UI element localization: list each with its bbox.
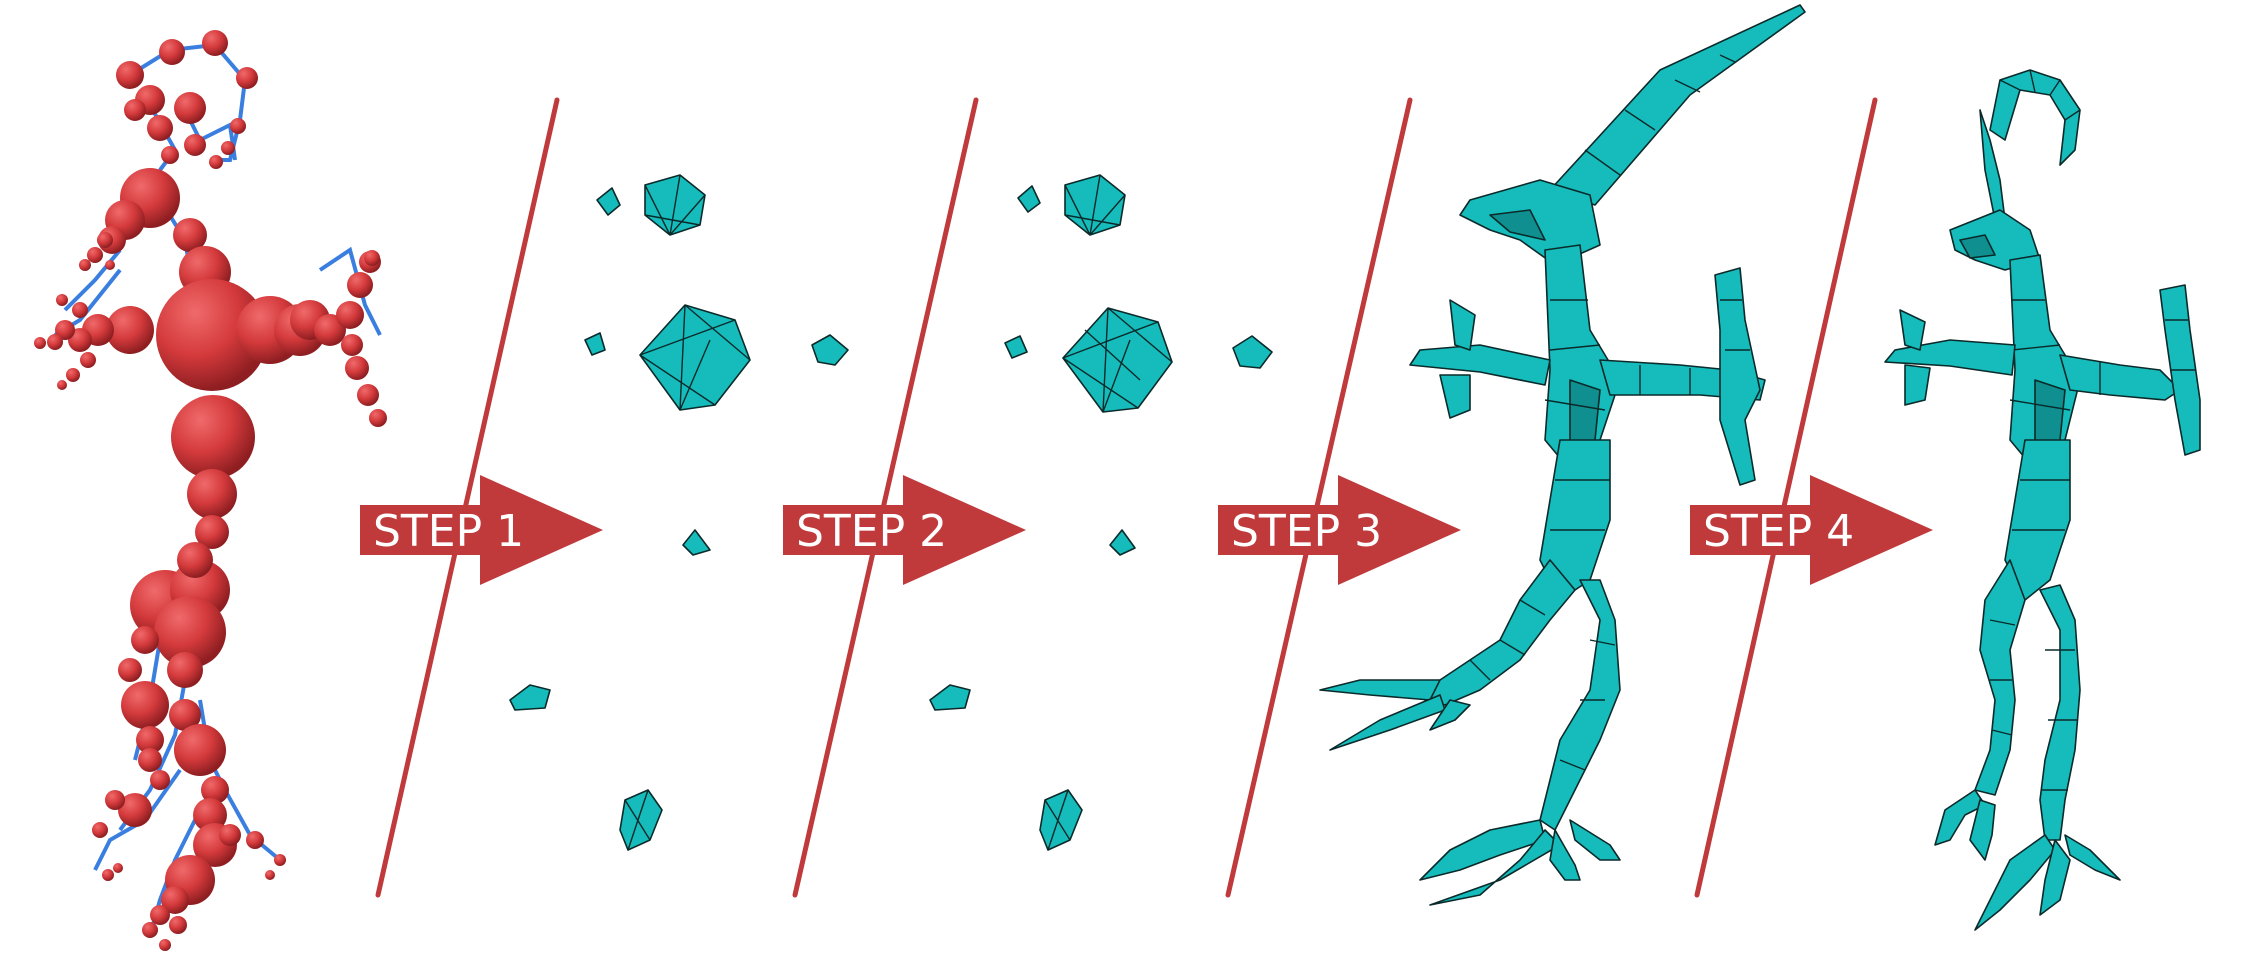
step-arrow-1: STEP 1	[360, 475, 603, 585]
divider-line-2	[792, 97, 979, 898]
panel-step1-mesh-fragments	[509, 174, 849, 851]
divider-line-3	[1225, 97, 1413, 898]
step-label-4: STEP 4	[1703, 506, 1854, 557]
skeleton-spheres	[34, 30, 387, 951]
sphere-skeleton-model	[34, 30, 387, 951]
step-arrow-2: STEP 2	[783, 475, 1026, 585]
panel-step3-coarse-mesh	[1319, 4, 1806, 906]
divider-line-4	[1694, 97, 1878, 898]
panel-step4-refined-mesh	[1884, 69, 2201, 931]
step-label-1: STEP 1	[373, 506, 524, 557]
step-label-2: STEP 2	[796, 506, 947, 557]
step-arrow-4: STEP 4	[1690, 475, 1933, 585]
step-arrow-3: STEP 3	[1218, 475, 1461, 585]
step-label-3: STEP 3	[1231, 506, 1382, 557]
dividers	[375, 97, 1878, 898]
divider-line-1	[375, 97, 560, 898]
panel-step2-mesh-fragments	[929, 174, 1273, 851]
